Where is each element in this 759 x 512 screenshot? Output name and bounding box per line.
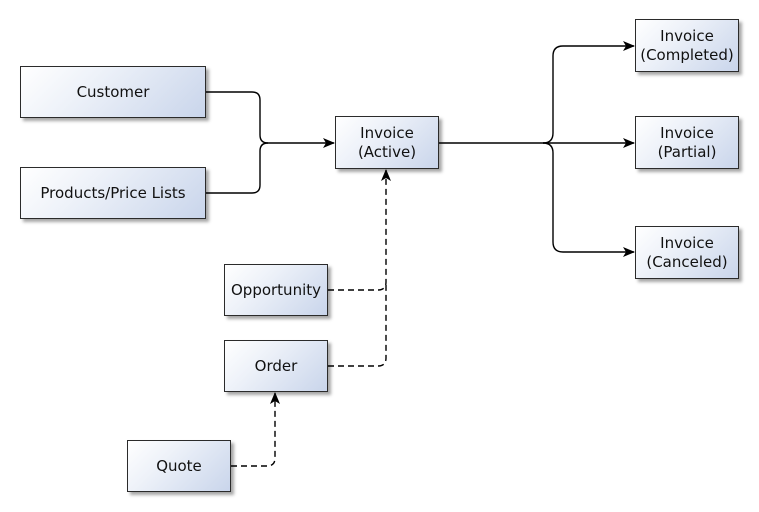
node-invoice-active: Invoice (Active)	[335, 116, 439, 169]
edge-quote-to-order	[231, 392, 280, 467]
node-invoice-completed-label: Invoice (Completed)	[640, 26, 734, 64]
edge-order-to-invoice-active	[328, 282, 387, 367]
node-quote-label: Quote	[156, 456, 202, 475]
edge-customer-to-invoice-active	[206, 91, 335, 148]
edge-opportunity-to-invoice-active	[328, 169, 391, 291]
node-opportunity-label: Opportunity	[230, 280, 321, 299]
node-order-label: Order	[254, 356, 298, 375]
node-invoice-canceled-label: Invoice (Canceled)	[646, 233, 728, 271]
node-invoice-completed: Invoice (Completed)	[635, 19, 739, 72]
node-invoice-partial: Invoice (Partial)	[635, 116, 739, 169]
edge-invoice-active-to-canceled	[542, 142, 635, 257]
node-invoice-canceled: Invoice (Canceled)	[635, 226, 739, 279]
node-order: Order	[224, 340, 328, 392]
node-invoice-active-label: Invoice (Active)	[357, 123, 417, 161]
node-customer-label: Customer	[76, 82, 150, 101]
node-invoice-partial-label: Invoice (Partial)	[657, 123, 717, 161]
edge-products-to-invoice-active	[206, 142, 269, 194]
edge-invoice-active-to-completed	[439, 41, 635, 144]
node-products-price-lists-label: Products/Price Lists	[40, 183, 186, 202]
node-opportunity: Opportunity	[224, 264, 328, 316]
node-customer: Customer	[20, 66, 206, 118]
node-products-price-lists: Products/Price Lists	[20, 167, 206, 219]
node-quote: Quote	[127, 440, 231, 492]
